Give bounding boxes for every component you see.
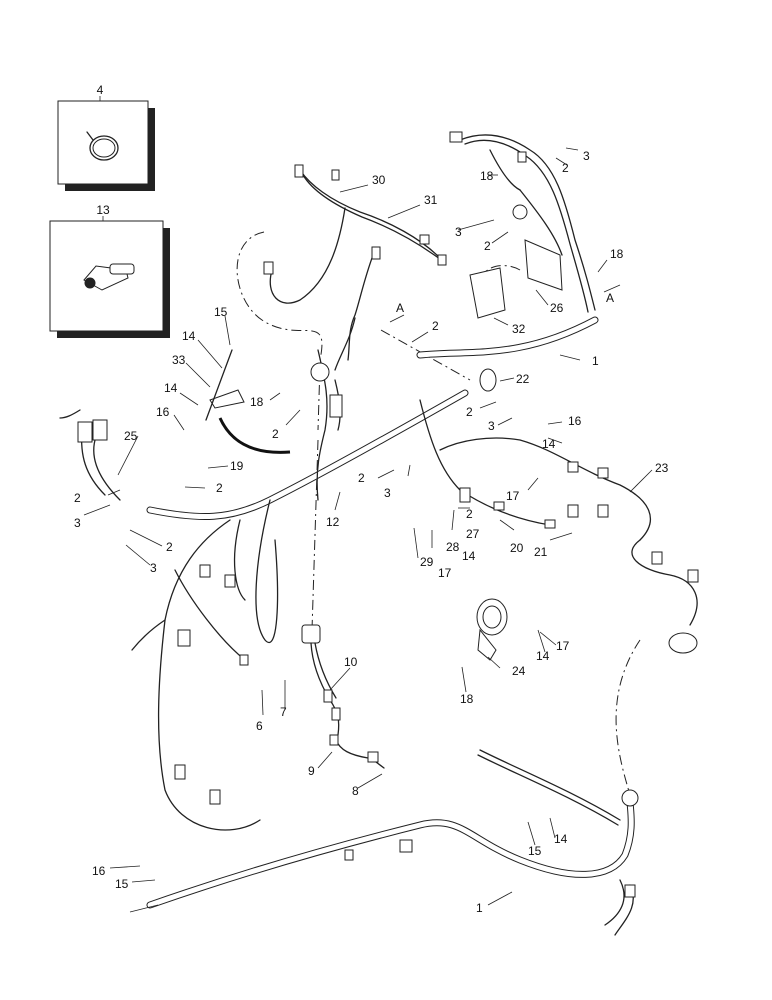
callout-24: 25: [124, 429, 138, 443]
inset-box-4: [57, 96, 155, 191]
callout-14: 14: [542, 437, 556, 451]
callout-13: 13: [96, 203, 110, 217]
callout-33: A: [396, 301, 404, 315]
callout-4: 4: [97, 83, 104, 97]
horn-icon: [476, 598, 508, 661]
callout-8: 8: [352, 784, 359, 798]
callout-7: 7: [280, 705, 287, 719]
callout-18: 19: [230, 459, 244, 473]
callout-27: 28: [446, 540, 460, 554]
callout-1: 1: [476, 901, 483, 915]
callout-21: 22: [516, 372, 530, 386]
callout-14: 14: [182, 329, 196, 343]
callout-15: 15: [528, 844, 542, 858]
callout-26: 27: [466, 527, 480, 541]
callout-1: 1: [592, 354, 599, 368]
callout-32: 33: [172, 353, 186, 367]
callout-20: 21: [534, 545, 548, 559]
callout-2: 2: [272, 427, 279, 441]
callout-18: 18: [610, 247, 624, 261]
callout-14: 14: [554, 832, 568, 846]
callout-14: 14: [164, 381, 178, 395]
callout-labels: 4 13 1 1 2 2 2 2 2 2 2 2 2 2 3 3 3 3 3 3…: [74, 83, 669, 915]
callout-2: 2: [358, 471, 365, 485]
callout-15: 16: [92, 864, 106, 878]
callout-31: 32: [512, 322, 526, 336]
callout-3: 3: [150, 561, 157, 575]
callout-3: 3: [455, 225, 462, 239]
callout-17: 17: [506, 489, 520, 503]
callout-25: 26: [550, 301, 564, 315]
callout-2: 2: [562, 161, 569, 175]
callout-3: 3: [583, 149, 590, 163]
callout-6: 6: [256, 719, 263, 733]
callout-19: 20: [510, 541, 524, 555]
callout-14: 15: [115, 877, 129, 891]
callout-14: 14: [462, 549, 476, 563]
callout-3: 3: [74, 516, 81, 530]
callout-3: 3: [488, 419, 495, 433]
callout-17: 18: [460, 692, 474, 706]
callout-29: 30: [372, 173, 386, 187]
callout-2: 2: [432, 319, 439, 333]
callout-16: 17: [556, 639, 570, 653]
callout-10: 10: [344, 655, 358, 669]
callout-28: 29: [420, 555, 434, 569]
callout-2: 2: [74, 491, 81, 505]
callout-A: A: [606, 291, 614, 305]
callout-18: 18: [480, 169, 494, 183]
hose-clamp-icon: [89, 135, 119, 161]
callout-12: 12: [326, 515, 340, 529]
callout-18: 18: [250, 395, 264, 409]
callout-30: 31: [424, 193, 438, 207]
callout-3: 3: [384, 486, 391, 500]
callout-2: 2: [484, 239, 491, 253]
callout-16: 16: [568, 414, 582, 428]
callout-23: 24: [512, 664, 526, 678]
callout-17: 17: [438, 566, 452, 580]
connector-icon: [83, 263, 135, 291]
callout-16: 16: [156, 405, 170, 419]
callout-14: 14: [536, 649, 550, 663]
inset-box-13: [49, 216, 170, 338]
callout-9: 9: [308, 764, 315, 778]
callout-2: 2: [216, 481, 223, 495]
callout-2: 2: [466, 405, 473, 419]
callout-2: 2: [466, 507, 473, 521]
callout-2: 2: [166, 540, 173, 554]
callout-15: 15: [214, 305, 228, 319]
callout-22: 23: [655, 461, 669, 475]
